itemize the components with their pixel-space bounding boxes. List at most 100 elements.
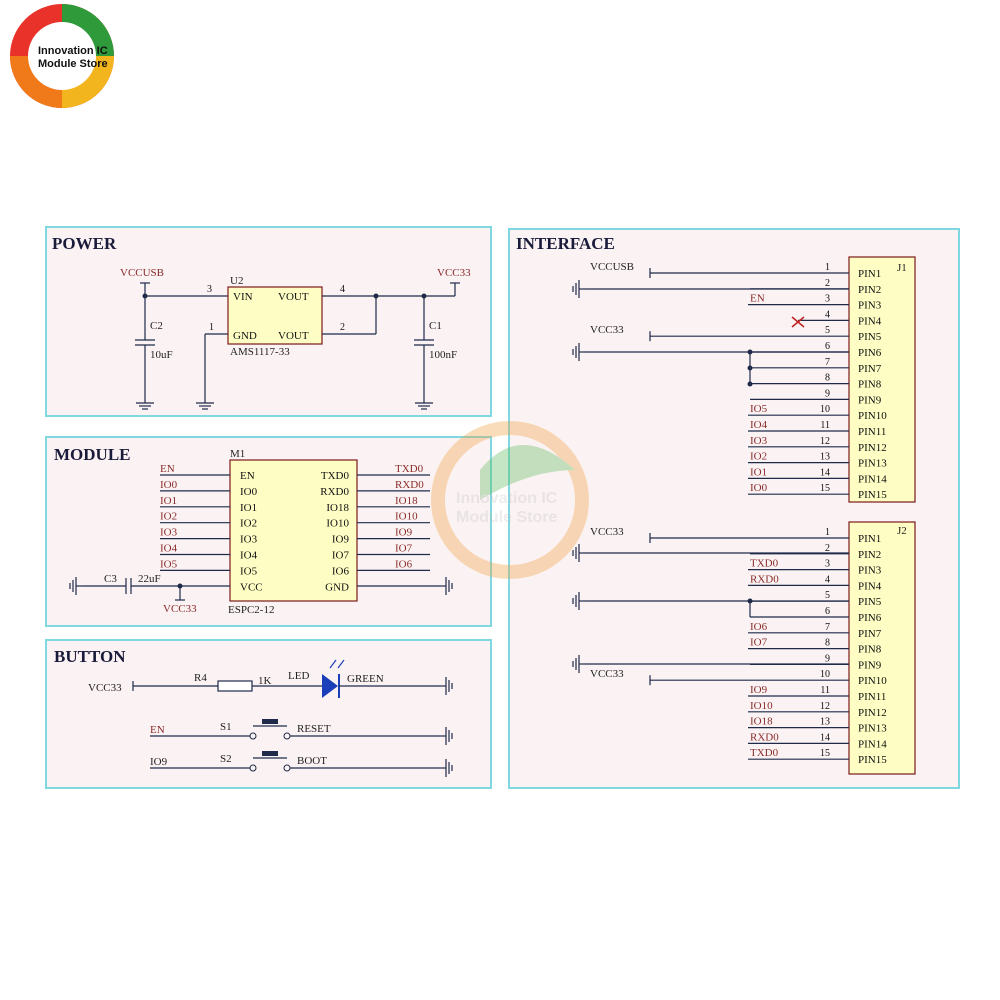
button-section: BUTTON VCC33 R4 1K LED GREEN EN S1 RESET… (54, 647, 453, 778)
connector-net-label: IO9 (750, 684, 768, 696)
connector-net-label: TXD0 (750, 747, 779, 759)
store-logo: Innovation IC Module Store (10, 4, 114, 108)
module-pin-left: IO2 (240, 518, 257, 530)
connector-pin-label: PIN8 (858, 644, 882, 656)
connector-pin-number: 13 (820, 717, 830, 728)
connector-pin-label: PIN2 (858, 549, 881, 561)
connector-net-label: VCCUSB (590, 261, 634, 273)
connector-net-label: IO0 (750, 482, 768, 494)
u2-label: U2 (230, 275, 243, 287)
module-pin-left: IO5 (240, 565, 258, 577)
connector-pin-number: 15 (820, 483, 830, 494)
logo-text-line1: Innovation IC (38, 45, 108, 57)
module-pin-right: IO10 (326, 518, 349, 530)
connector-pin-label: PIN15 (858, 489, 887, 501)
connector-pin-label: PIN11 (858, 426, 886, 438)
connector-net-label: VCC33 (590, 526, 624, 538)
u2-pin1: 1 (209, 322, 214, 333)
logo-text-line2: Module Store (38, 58, 108, 70)
module-pin-left: IO1 (240, 502, 257, 514)
s2-io9-label: IO9 (150, 756, 168, 768)
interface-title: INTERFACE (516, 234, 615, 253)
connector-pin-label: PIN7 (858, 363, 882, 375)
u2-vin: VIN (233, 291, 253, 303)
c1-value: 100nF (429, 349, 457, 361)
connector-pin-label: PIN2 (858, 284, 881, 296)
u2-pin4: 4 (340, 284, 345, 295)
connector-pin-number: 12 (820, 701, 830, 712)
connector-pin-label: PIN4 (858, 315, 882, 327)
connector-pin-label: PIN11 (858, 691, 886, 703)
connector-pin-number: 15 (820, 748, 830, 759)
j1-connector (848, 256, 916, 503)
connector-pin-number: 11 (820, 685, 830, 696)
connector-pin-number: 8 (825, 373, 830, 384)
connector-pin-label: PIN14 (858, 473, 887, 485)
module-pin-left: EN (240, 470, 255, 482)
connector-pin-number: 6 (825, 606, 830, 617)
connector-pin-label: PIN10 (858, 675, 887, 687)
u2-pin3: 3 (207, 284, 212, 295)
connector-pin-number: 12 (820, 436, 830, 447)
connector-net-label: IO10 (750, 700, 773, 712)
r4-label: R4 (194, 672, 207, 684)
module-net-right: RXD0 (395, 479, 424, 491)
connector-pin-label: PIN13 (858, 723, 887, 735)
connector-net-label: VCC33 (590, 324, 624, 336)
connector-pin-number: 1 (825, 527, 830, 538)
c2-value: 10uF (150, 349, 173, 361)
connector-pin-number: 9 (825, 653, 830, 664)
vcc33-net-label: VCC33 (437, 267, 471, 279)
boot-label: BOOT (297, 755, 327, 767)
espc2-12-module (229, 459, 358, 602)
module-pin-right: IO6 (332, 565, 350, 577)
led-color-label: GREEN (347, 673, 384, 685)
connector-pin-number: 2 (825, 543, 830, 554)
connector-pin-number: 9 (825, 388, 830, 399)
connector-pin-label: PIN3 (858, 565, 882, 577)
r4-resistor (217, 680, 253, 692)
connector-net-label: VCC33 (590, 668, 624, 680)
module-net-right: IO18 (395, 495, 418, 507)
module-name: ESPC2-12 (228, 604, 274, 616)
module-net-right: IO9 (395, 527, 413, 539)
regulator-name: AMS1117-33 (230, 346, 290, 358)
connector-net-label: TXD0 (750, 558, 779, 570)
button-panel (45, 639, 492, 789)
connector-pin-label: PIN9 (858, 394, 882, 406)
module-ref: M1 (230, 448, 245, 460)
c3-value: 22uF (138, 573, 161, 585)
module-pin-right: TXD0 (321, 470, 350, 482)
connector-pin-label: PIN9 (858, 659, 882, 671)
connector-pin-label: PIN1 (858, 533, 881, 545)
connector-net-label: RXD0 (750, 573, 779, 585)
module-pin-right: IO9 (332, 534, 350, 546)
connector-pin-number: 10 (820, 669, 830, 680)
module-section: MODULE M1 ESPC2-12 ENENIO0IO0IO1IO1IO2IO… (54, 445, 453, 616)
power-title: POWER (52, 234, 117, 253)
module-pin-right: GND (325, 581, 349, 593)
connector-net-label: IO18 (750, 716, 773, 728)
connector-pin-label: PIN8 (858, 379, 882, 391)
module-net-left: EN (160, 463, 175, 475)
s1-label: S1 (220, 721, 232, 733)
led-diode-icon (322, 674, 338, 698)
connector-pin-number: 5 (825, 325, 830, 336)
module-pin-left: VCC (240, 581, 263, 593)
module-pin-left: IO3 (240, 534, 258, 546)
watermark-logo: Innovation IC Module Store (431, 421, 589, 579)
connector-pin-number: 4 (825, 309, 830, 320)
u2-vout-1: VOUT (278, 291, 309, 303)
connector-net-label: IO2 (750, 451, 767, 463)
module-net-left: IO4 (160, 543, 178, 555)
s2-label: S2 (220, 753, 232, 765)
u2-gnd: GND (233, 330, 257, 342)
c2-label: C2 (150, 320, 163, 332)
button-vcc33-label: VCC33 (88, 682, 122, 694)
module-pin-left: IO4 (240, 550, 258, 562)
module-net-left: IO3 (160, 527, 178, 539)
connector-pin-label: PIN5 (858, 596, 882, 608)
module-net-left: IO0 (160, 479, 178, 491)
led-label: LED (288, 670, 309, 682)
